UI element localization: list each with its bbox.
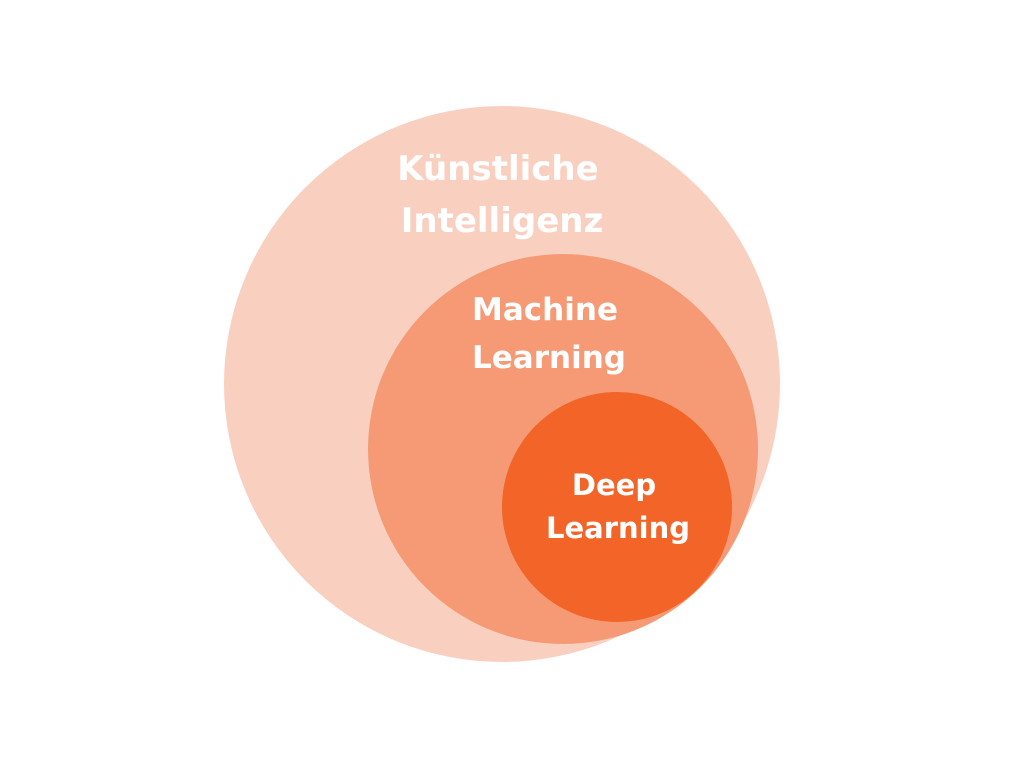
label-ml-line2: Learning [472, 340, 626, 376]
label-ml-line1: Machine [472, 292, 618, 328]
label-dl-line1: Deep [572, 468, 656, 502]
inner-circle-dl [502, 392, 732, 622]
label-ai-line1: Künstliche [397, 149, 598, 189]
label-dl-line2: Learning [546, 511, 690, 545]
label-ai-line2: Intelligenz [401, 201, 604, 241]
